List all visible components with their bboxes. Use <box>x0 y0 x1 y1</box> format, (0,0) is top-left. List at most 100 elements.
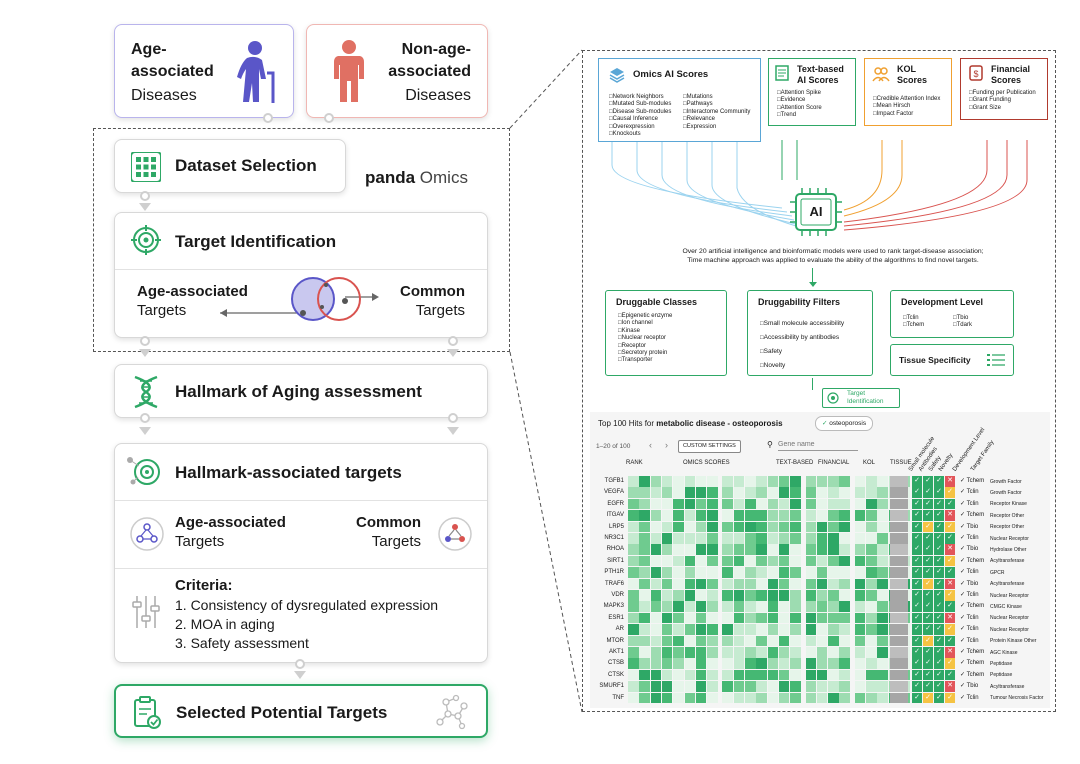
heat-cell <box>684 533 695 544</box>
hallmark-associated-targets-card: Hallmark-associated targets Age-associat… <box>114 443 488 663</box>
dev-item: Tdark <box>953 322 972 329</box>
custom-settings-button[interactable]: CUSTOM SETTINGS <box>678 440 741 453</box>
col-header-text: TEXT-BASED <box>776 460 814 466</box>
check-icon: ✓ <box>923 533 933 544</box>
heat-cell <box>722 510 733 521</box>
col-header-kol: KOL <box>863 460 876 466</box>
prev-page-icon[interactable]: ‹ <box>649 440 652 450</box>
check-icon: ✓ <box>923 669 933 681</box>
heat-cell <box>778 669 790 681</box>
heat-cell <box>816 544 828 555</box>
heat-cell <box>778 555 790 567</box>
omics-item: Causal Inference <box>609 116 671 123</box>
connector-ring <box>324 113 334 123</box>
gene-name: CTSK <box>607 671 624 678</box>
check-icon: ✓ <box>923 544 933 555</box>
heat-cell <box>778 510 790 521</box>
heat-cell <box>650 658 662 669</box>
heat-cell <box>778 498 790 510</box>
dev-title: Development Level <box>901 297 984 307</box>
criteria-item: 1. Consistency of dysregulated expressio… <box>175 597 439 613</box>
connector-arrow <box>447 349 459 357</box>
heat-cell <box>790 669 801 681</box>
heat-cell <box>661 669 673 681</box>
heat-cell <box>628 692 639 704</box>
heat-cell <box>661 555 673 567</box>
heat-cell <box>628 498 639 510</box>
gene-name: VEGFA <box>603 489 624 496</box>
heat-cell <box>839 658 850 669</box>
dev-level-value: ✓ Tchem <box>960 603 985 610</box>
heat-cell <box>877 601 888 612</box>
heat-cell <box>650 578 662 590</box>
age-card-subtitle: Diseases <box>131 87 197 104</box>
heat-cell <box>790 476 801 487</box>
heat-cell <box>745 521 756 533</box>
heat-cell <box>722 590 733 601</box>
check-icon: ✓ <box>934 590 944 601</box>
check-icon: ✓ <box>923 567 933 578</box>
heat-cell <box>707 669 718 681</box>
target-family-value: Receptor Other <box>990 512 1025 519</box>
target-family-value: Receptor Kinase <box>990 501 1027 508</box>
dev-level-value: ✓ Tchem <box>960 478 985 484</box>
target-identification-button[interactable]: Target Identification <box>822 388 900 408</box>
dev-level-value: ✓ Tclin <box>960 535 979 541</box>
heat-cell <box>778 487 790 498</box>
heat-cell <box>684 544 695 555</box>
heat-cell <box>877 647 888 658</box>
heat-cell <box>695 590 707 601</box>
gene-name: PTH1R <box>604 569 624 576</box>
heat-cell <box>767 498 779 510</box>
heat-cell <box>839 487 850 498</box>
druggable-item: Kinase <box>618 328 672 335</box>
check-icon: ✓ <box>912 635 922 647</box>
tissue-cell <box>890 510 908 521</box>
common-targets-label: Common <box>400 283 465 300</box>
check-icon: ✓ <box>923 498 933 510</box>
check-icon: ✓ <box>934 498 944 510</box>
heat-cell <box>639 533 650 544</box>
heat-cell <box>877 533 888 544</box>
heat-cell <box>756 533 767 544</box>
age-card-title: Age- associated <box>131 41 214 80</box>
heat-cell <box>756 578 767 590</box>
heat-cell <box>628 555 639 567</box>
disease-chip[interactable]: ✓ osteoporosis <box>815 416 874 431</box>
cross-icon: ✓ <box>945 567 955 578</box>
next-page-icon[interactable]: › <box>665 440 668 450</box>
check-icon: ✕ <box>945 647 955 658</box>
heat-cell <box>790 624 801 635</box>
check-icon: ✓ <box>923 521 933 533</box>
heat-cell <box>628 635 639 647</box>
heat-cell <box>828 612 839 624</box>
col-header-tissue: TISSUE <box>890 460 912 466</box>
heat-cell <box>695 521 707 533</box>
check-icon: ✓ <box>934 521 944 533</box>
tissue-cell <box>890 498 908 510</box>
gene-name: AR <box>615 626 624 633</box>
filters-item: Small molecule accessibility <box>760 317 845 331</box>
heat-cell <box>733 669 745 681</box>
target-identification-card: Target Identification Age-associated Tar… <box>114 212 488 338</box>
tissue-specificity-box: Tissue Specificity <box>890 344 1014 376</box>
heat-cell <box>628 669 639 681</box>
druggable-item: Secretory protein <box>618 350 672 357</box>
heat-cell <box>733 590 745 601</box>
heat-cell <box>805 692 816 704</box>
heat-cell <box>745 498 756 510</box>
dev-level-value: ✓ Tbio <box>960 546 979 553</box>
check-icon: ✓ <box>934 658 944 669</box>
heat-cell <box>839 476 850 487</box>
heat-cell <box>684 635 695 647</box>
heat-cell <box>695 533 707 544</box>
tissue-cell <box>890 601 908 612</box>
heat-cell <box>778 635 790 647</box>
tissue-title: Tissue Specificity <box>899 355 971 365</box>
heat-cell <box>816 635 828 647</box>
gene-search-input[interactable] <box>778 439 858 451</box>
druggable-list: Epigenetic enzyme Ion channel Kinase Nuc… <box>618 313 673 365</box>
heat-cell <box>661 578 673 590</box>
check-icon: ✓ <box>934 635 944 647</box>
heat-cell <box>790 647 801 658</box>
